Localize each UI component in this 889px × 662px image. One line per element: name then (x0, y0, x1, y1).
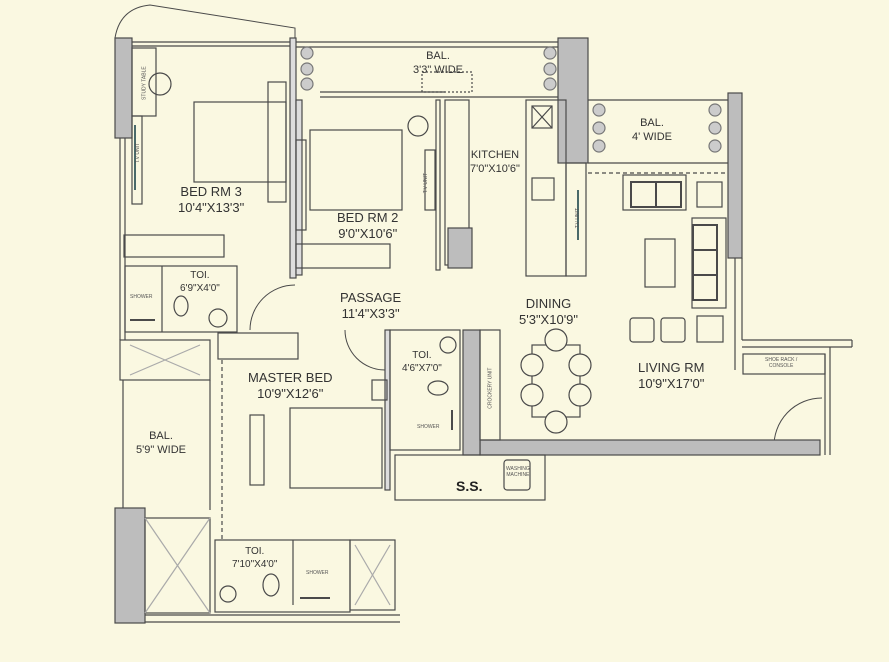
shoe-rack-label: SHOE RACK / CONSOLE (765, 357, 797, 370)
shoe-rack-line-1: SHOE RACK / (765, 357, 798, 363)
room-ss: S.S. (456, 478, 483, 494)
room-size: 3'3" WIDE (413, 63, 464, 76)
room-size: 4' WIDE (632, 130, 672, 143)
room-size: 5'3"X10'9" (519, 312, 579, 328)
room-name: TOI. (412, 350, 432, 361)
room-size: 6'9"X4'0" (180, 282, 220, 294)
room-size: 11'4"X3'3" (341, 306, 400, 322)
room-name: BED RM 2 (337, 210, 399, 225)
room-balcony-top: BAL. 3'3" WIDE (413, 50, 463, 78)
room-size: 10'4"X13'3" (178, 200, 245, 216)
room-passage: PASSAGE 11'4"X3'3" (340, 290, 401, 323)
tv-unit-label: T.V UNIT (575, 207, 582, 229)
shower-label: SHOWER (130, 294, 153, 300)
study-table-label: STUDY TABLE (141, 66, 148, 100)
wall-west-top (114, 37, 133, 139)
room-name: BAL. (640, 117, 664, 129)
room-name: BED RM 3 (180, 184, 242, 199)
room-balcony-left: BAL. 5'9" WIDE (136, 430, 186, 458)
room-size: 7'10"X4'0" (232, 558, 278, 570)
tv-unit-label: T.V UNIT (135, 142, 142, 164)
room-size: 7'0"X10'6" (470, 162, 520, 175)
shower-label: SHOWER (417, 424, 440, 430)
room-size: 10'9"X12'6" (257, 386, 324, 402)
room-bed-rm-2: BED RM 2 9'0"X10'6" (337, 210, 398, 243)
room-toilet-1: TOI. 6'9"X4'0" (180, 270, 220, 295)
room-name: KITCHEN (470, 149, 520, 161)
room-name: BAL. (149, 430, 173, 442)
room-master-bed: MASTER BED 10'9"X12'6" (248, 370, 333, 403)
room-living: LIVING RM 10'9"X17'0" (638, 360, 704, 393)
room-kitchen: KITCHEN 7'0"X10'6" (470, 149, 520, 177)
room-name: MASTER BED (248, 370, 333, 385)
room-size: 4'6"X7'0" (402, 362, 442, 374)
washing-line-1: WASHING (506, 466, 530, 472)
room-name: LIVING RM (638, 360, 705, 375)
room-dining: DINING 5'3"X10'9" (519, 296, 578, 329)
room-name: BAL. (426, 50, 450, 62)
tv-unit-label: T.V UNIT (423, 172, 430, 194)
room-name: PASSAGE (340, 290, 402, 305)
shoe-rack-line-2: CONSOLE (768, 363, 794, 370)
room-toilet-3: TOI. 7'10"X4'0" (232, 546, 277, 571)
room-name: DINING (525, 296, 572, 311)
room-toilet-2: TOI. 4'6"X7'0" (402, 350, 442, 375)
room-name: TOI. (245, 546, 265, 557)
room-name: TOI. (190, 270, 210, 281)
shower-label: SHOWER (306, 570, 329, 576)
room-balcony-right: BAL. 4' WIDE (632, 117, 672, 145)
room-size: 5'9" WIDE (136, 443, 187, 456)
room-bed-rm-3: BED RM 3 10'4"X13'3" (178, 184, 244, 217)
room-size: 10'9"X17'0" (638, 376, 705, 392)
room-size: 9'0"X10'6" (338, 226, 398, 242)
washing-line-2: MACHINE (506, 472, 530, 479)
crockery-unit-label: CROCKERY UNIT (487, 367, 494, 409)
washing-machine-label: WASHING MACHINE (506, 466, 530, 479)
